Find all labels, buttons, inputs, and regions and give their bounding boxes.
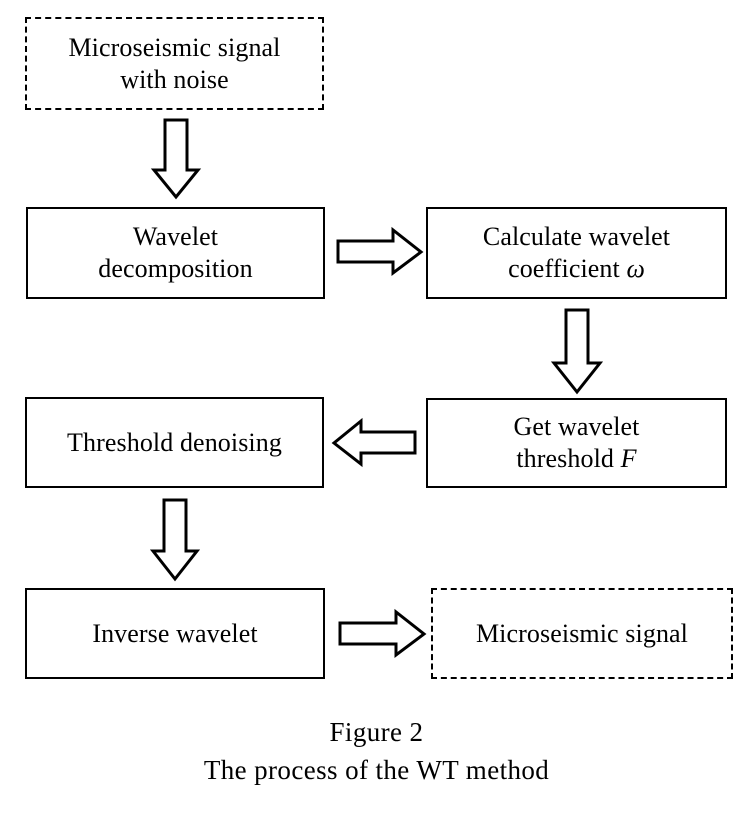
arrow-input-to-decomposition-icon [150,118,202,200]
node-calculate-coefficient-label: Calculate wavelet coefficient ω [482,222,671,283]
figure-caption-label: Figure 2 [329,717,424,747]
node-threshold-denoising-label: Threshold denoising [67,427,282,457]
node-output-signal: Microseismic signal [431,588,733,679]
node-input-signal-label: Microseismic signal with noise [68,32,281,94]
figure-caption-title: The process of the WT method [203,755,550,786]
arrow-denoising-to-inverse-icon [149,498,201,582]
omega-symbol: ω [626,254,645,283]
node-threshold-denoising: Threshold denoising [25,397,324,488]
node-wavelet-decomposition: Wavelet decomposition [26,207,325,299]
figure-caption: Figure 2 The process of the WT method [0,713,753,790]
node-inverse-wavelet: Inverse wavelet [25,588,325,679]
node-get-threshold-label: Get wavelet threshold F [513,412,640,473]
arrow-getthreshold-to-denoising-icon [331,417,417,468]
node-input-signal: Microseismic signal with noise [25,17,324,110]
node-wavelet-decomposition-label: Wavelet decomposition [98,222,253,283]
node-get-threshold: Get wavelet threshold F [426,398,727,488]
f-symbol: F [620,444,637,473]
arrow-decomposition-to-calculate-icon [336,226,424,276]
arrow-inverse-to-output-icon [338,608,427,658]
node-output-signal-label: Microseismic signal [475,618,689,648]
node-calculate-coefficient: Calculate wavelet coefficient ω [426,207,727,299]
arrow-calculate-to-threshold-icon [550,308,604,395]
node-inverse-wavelet-label: Inverse wavelet [92,618,258,648]
